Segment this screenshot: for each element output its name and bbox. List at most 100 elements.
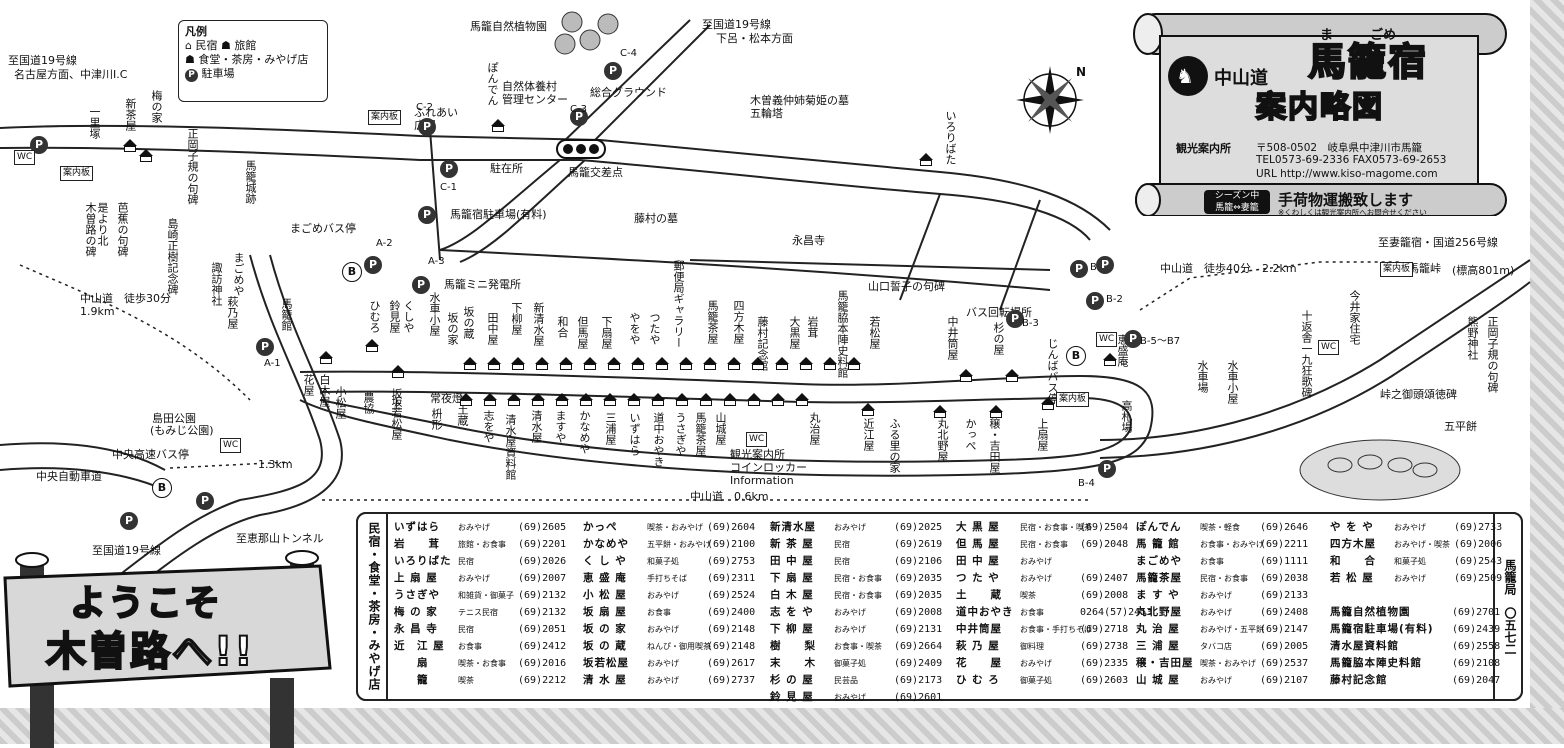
shop-phone: (69)2201 [518,539,567,550]
parking-icon: P [412,276,430,294]
parking-id: C-4 [620,48,637,59]
map-label-yamaguchi: 山口誓子の句碑 [868,280,945,293]
directory-row: 田 中 屋民宿(69)2106 [770,554,955,569]
shop-category: 民宿 [458,557,474,566]
parking-id: B-4 [1078,478,1095,489]
directory-row: 梅 の 家テニス民宿(69)2132 [394,605,579,620]
map-label-pass-alt: (標高801m) [1452,264,1515,277]
shop-name: ま す や [1136,589,1180,601]
shop-category: おみやげ [458,523,490,532]
shop-name: 和 合 [1330,555,1376,567]
shop-phone: (69)2048 [1080,539,1129,550]
map-label-ko-yori: 是より北 木曽路の碑 [84,202,109,257]
map-label-hasumi: ひむろ [368,300,381,333]
shop-name: 恵 盛 庵 [583,572,627,584]
shop-phone: (69)2026 [518,556,567,567]
map-label-tsuchikura: 土蔵 [456,404,469,426]
shop-phone: (69)2664 [894,641,943,652]
shop-category: おみやげ [834,693,866,702]
shop-phone: (69)2016 [518,658,567,669]
map-label-yubin: 郵便局ギャラリー [672,260,685,348]
parking-icon: P [418,118,436,136]
parking-id: B-3 [1022,318,1039,329]
shop-category: 和菓子処 [647,557,679,566]
map-label-info-center: 観光案内所 コインロッカー Information [730,448,807,487]
map-subtitle: 案内略図 [1255,89,1384,126]
shop-phone: 0264(57)2453 [1080,607,1153,618]
directory-row: 三 浦 屋タバコ店(69)2005 [1136,639,1321,654]
map-label-magomeya: まごめや [232,252,245,296]
map-label-kisoyoshinaka: 木曽義仲姉菊姫の墓 五輪塔 [750,94,849,120]
shop-category: おみやげ [647,659,679,668]
map-label-shimizu-shiryou: 清水屋資料館 [504,414,517,480]
shop-name: 藤村記念館 [1330,674,1388,686]
shop-category: 旅館・お食事 [458,540,506,549]
shop-category: お食事 [647,608,671,617]
map-label-sakaue: 坂上 [390,388,403,410]
map-label-basho: 芭蕉の句碑 [116,202,129,257]
shop-category: 手打ちそば [647,574,687,583]
directory-row: 藤村記念館(69)2047 [1330,673,1515,688]
directory-row: 馬籠脇本陣史料館(69)2108 [1330,656,1515,671]
map-label-wago: 和合 [556,316,569,338]
map-label-suematsu: 若松屋 [868,316,881,349]
shop-name: 新清水屋 [770,521,816,533]
shop-name: 丸 治 屋 [1136,623,1180,635]
directory-row: 但 馬 屋民宿・お食事(69)2048 [956,537,1141,552]
map-label-tajimaya: 但馬屋 [576,316,589,349]
map-label-nakai: 中井筒屋 [946,316,959,360]
map-label-honkura: 枡形 [430,408,443,430]
map-label-masuya: ますや [554,410,567,443]
shop-category: 和雑貨・御菓子 [458,591,514,600]
directory-row: うさぎや和雑貨・御菓子(69)2132 [394,588,579,603]
shop-name: 清水屋資料館 [1330,640,1399,652]
season-badge-bottom: 馬籠⇔妻籠 [1215,203,1259,213]
shop-phone: (69)2051 [518,624,567,635]
shop-category: タバコ店 [1200,642,1232,651]
map-label-route19-bottom: 至国道19号線 [92,544,161,557]
parking-icon: P [1096,256,1114,274]
shop-category: お食事・おみやげ [1200,540,1264,549]
shop-category: お食事 [1020,608,1044,617]
map-label-yaoya: やをや [628,312,641,345]
season-badge: シーズン中 馬籠⇔妻籠 [1204,190,1270,214]
map-label-suisha-left: 水車小屋 [428,292,441,336]
directory-row: 土 蔵喫茶(69)2008 [956,588,1141,603]
shop-name: 大 黒 屋 [956,521,1000,533]
directory-row: いろりばた民宿 (69)2026 [394,554,579,569]
directory-row: 坂 の 家おみやげ(69)2148 [583,622,768,637]
map-label-honjin: 馬籠脇本陣史料館 [836,290,849,378]
shop-category: 御菓子処 [1020,676,1052,685]
shop-name: 樹 梨 [770,640,816,652]
parking-icon: P [256,338,274,356]
directory-row: 恵 盛 庵手打ちそば(69)2311 [583,571,768,586]
shop-phone: (69)2733 [1454,522,1503,533]
parking-id: B-2 [1106,294,1123,305]
bus-stop-icon: B [342,262,362,282]
parking-icon: P [570,108,588,126]
post-office-label: 馬籠局 〇五七二 [1493,512,1523,701]
map-label-route19-gero: 至国道19号線 [702,18,771,31]
directory-row: 丸北野屋おみやげ(69)2408 [1136,605,1321,620]
office-label: 観光案内所 [1176,142,1231,155]
shop-phone: (69)2148 [707,624,756,635]
shop-name: 坂 扇 屋 [583,606,627,618]
shop-icon: ☗ [185,53,195,66]
directory-row: 萩 乃 屋御料理(69)2738 [956,639,1141,654]
shop-phone: (69)2025 [894,522,943,533]
shop-name: 花 屋 [956,657,1002,669]
shop-category: おみやげ [1020,659,1052,668]
parking-icon: P [1006,310,1024,328]
shop-category: 民宿・お食事・喫茶 [1020,523,1092,532]
wc-icon: WC [14,150,36,165]
traffic-signal-icon [556,139,606,159]
office-url[interactable]: URL http://www.kiso-magome.com [1256,168,1438,180]
map-label-chuo-expressway: 中央自動車道 [36,470,102,483]
map-label-usagiya: うさぎや [674,412,687,456]
map-label-fujimura-grave: 藤村の墓 [634,212,678,225]
shop-name: いろりばた [394,555,452,567]
shop-phone: (69)2605 [518,522,567,533]
shop-name: かなめや [583,538,629,550]
